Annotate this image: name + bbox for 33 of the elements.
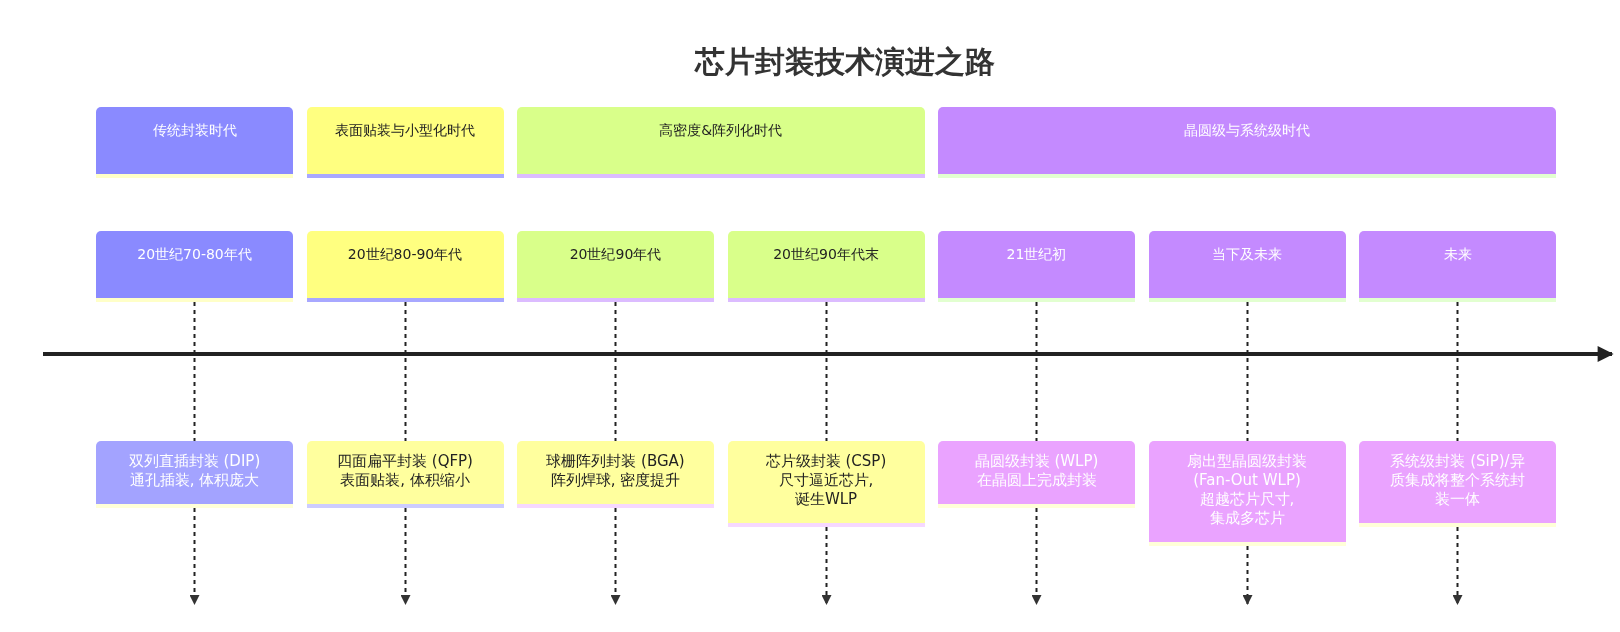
arrow <box>1031 507 1042 605</box>
event-box: 扇出型晶圆级封装 (Fan-Out WLP) 超越芯片尺寸, 集成多芯片 <box>1148 441 1346 546</box>
section-box: 晶圆级与系统级时代 <box>938 107 1556 178</box>
event-box: 球栅阵列封装 (BGA) 阵列焊球, 密度提升 <box>517 441 714 508</box>
connector-line <box>404 301 407 442</box>
period-box: 20世纪90年代末 <box>727 231 925 302</box>
title: 芯片封装技术演进之路 <box>693 43 996 81</box>
connector-line <box>825 301 828 442</box>
connector-line <box>1246 301 1249 442</box>
event-box: 晶圆级封装 (WLP) 在晶圆上完成封装 <box>938 441 1135 508</box>
period-box: 20世纪90年代 <box>517 231 714 302</box>
section-box: 高密度&阵列化时代 <box>517 107 925 178</box>
connector-line <box>193 301 196 442</box>
event-box: 双列直插封装 (DIP) 通孔插装, 体积庞大 <box>96 441 293 508</box>
arrow <box>189 507 200 605</box>
connector-line <box>1035 301 1038 442</box>
connector-line <box>614 301 617 442</box>
event-box: 系统级封装 (SiP)/异质集成将整个系统封装一体 <box>1359 441 1556 527</box>
connector-line <box>1456 301 1459 442</box>
event-box: 芯片级封装 (CSP) 尺寸逼近芯片, 诞生WLP <box>727 441 925 527</box>
section-box: 表面贴装与小型化时代 <box>306 107 504 178</box>
arrow <box>1452 526 1463 605</box>
period-box: 20世纪70-80年代 <box>96 231 293 302</box>
period-box: 未来 <box>1359 231 1556 302</box>
arrow <box>610 507 621 605</box>
event-box: 四面扁平封装 (QFP) 表面贴装, 体积缩小 <box>306 441 504 508</box>
section-box: 传统封装时代 <box>96 107 293 178</box>
period-box: 21世纪初 <box>938 231 1135 302</box>
period-box: 20世纪80-90年代 <box>306 231 504 302</box>
period-box: 当下及未来 <box>1148 231 1346 302</box>
arrow <box>1242 545 1253 605</box>
arrow <box>821 526 832 605</box>
arrow <box>400 507 411 605</box>
